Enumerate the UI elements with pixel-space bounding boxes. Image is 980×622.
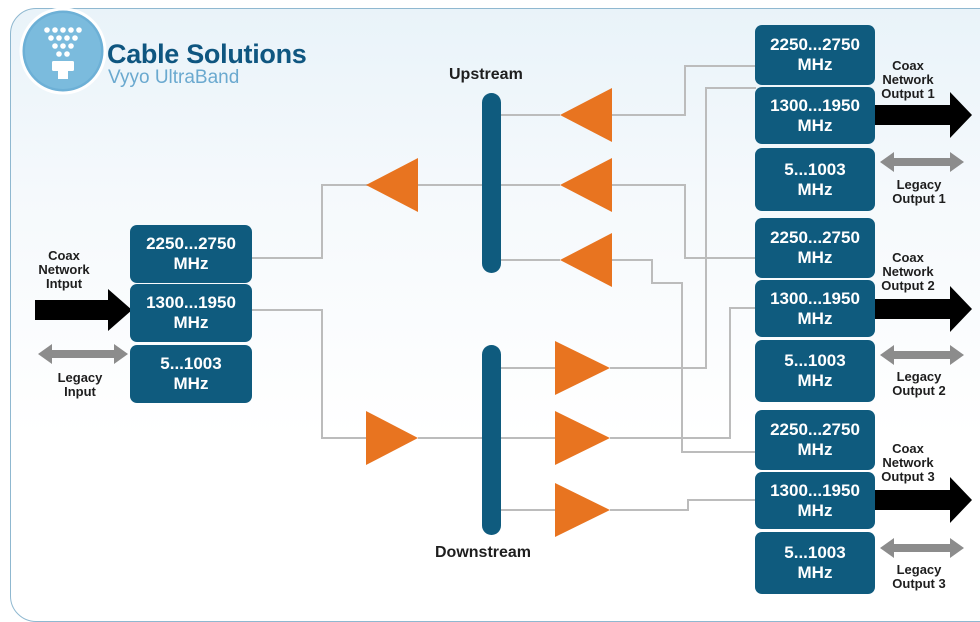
- label-line: Output 3: [892, 576, 946, 591]
- label-line: Coax: [892, 441, 924, 456]
- wire-in-high: [250, 184, 372, 259]
- band-unit: MHz: [797, 371, 833, 390]
- downstream-split-amplifier: [366, 411, 418, 465]
- coax-output-3-arrow: [874, 477, 972, 523]
- coax-output-1-arrow: [874, 92, 972, 138]
- legacy-input-label: Legacy Input: [50, 371, 110, 399]
- upstream-bus: [482, 93, 501, 273]
- band-range: 2250...2750: [770, 35, 860, 54]
- band-unit: MHz: [173, 313, 209, 332]
- coax-input-label: Coax Network Intput: [34, 249, 94, 291]
- label-line: Legacy: [896, 177, 942, 192]
- band-range: 5...1003: [160, 354, 222, 373]
- wire-in-mid: [250, 309, 372, 439]
- label-line: Coax: [892, 250, 924, 265]
- diagram-canvas: Cable Solutions Vyyo UltraBand Upstream …: [10, 7, 980, 622]
- band-range: 5...1003: [784, 543, 846, 562]
- band-range: 1300...1950: [770, 95, 860, 115]
- upstream-label: Upstream: [449, 66, 523, 83]
- band-unit: MHz: [797, 179, 833, 199]
- diagram-graphics: [19, 7, 972, 558]
- legacy-output-2-label: Legacy Output 2: [883, 370, 955, 398]
- label-line: Network: [38, 262, 90, 277]
- label-line: Output 1: [892, 191, 946, 206]
- wire-up-out1: [612, 65, 756, 116]
- coax-output-2-label: Coax Network Output 2: [872, 251, 944, 293]
- band-unit: MHz: [797, 440, 833, 459]
- label-line: Output 3: [881, 469, 935, 484]
- upstream-amplifier-2: [560, 158, 612, 212]
- cable-tree-logo-icon: [19, 7, 107, 95]
- legacy-output-1-arrow: [880, 152, 964, 172]
- label-line: Coax: [48, 248, 80, 263]
- downstream-label: Downstream: [435, 544, 532, 561]
- label-line: Coax: [892, 58, 924, 73]
- legacy-output-1-label: Legacy Output 1: [883, 178, 955, 206]
- label-line: Legacy: [57, 370, 103, 385]
- label-line: Output 2: [892, 383, 946, 398]
- label-line: Network: [882, 455, 934, 470]
- coax-output-1-label: Coax Network Output 1: [872, 59, 944, 101]
- band-range: 5...1003: [784, 351, 846, 370]
- band-range: 2250...2750: [146, 234, 236, 253]
- coax-input-arrow: [35, 289, 132, 331]
- band-range: 2250...2750: [770, 228, 860, 247]
- legacy-output-3-arrow: [880, 538, 964, 558]
- label-line: Input: [64, 384, 96, 399]
- label-line: Network: [882, 264, 934, 279]
- legacy-output-3-label: Legacy Output 3: [883, 563, 955, 591]
- page-subtitle: Vyyo UltraBand: [108, 67, 240, 88]
- wire-down-out2: [610, 307, 756, 439]
- label-line: Network: [882, 72, 934, 87]
- wire-down-out1: [610, 87, 756, 369]
- band-unit: MHz: [797, 115, 833, 135]
- band-unit: MHz: [797, 248, 833, 267]
- label-line: Legacy: [896, 562, 942, 577]
- band-range: 1300...1950: [770, 480, 860, 500]
- band-unit: MHz: [797, 55, 833, 74]
- label-line: Output 2: [881, 278, 935, 293]
- downstream-amplifier-1: [555, 341, 610, 395]
- page-title: Cable Solutions: [107, 39, 307, 69]
- label-line: Legacy: [896, 369, 942, 384]
- upstream-amplifier-1: [560, 88, 612, 142]
- signal-wires: [250, 65, 756, 511]
- wire-up-out3: [612, 259, 756, 453]
- legacy-input-arrow: [38, 344, 128, 364]
- downstream-amplifier-3: [555, 483, 610, 537]
- downstream-amplifier-2: [555, 411, 610, 465]
- label-line: Intput: [45, 276, 83, 291]
- legacy-output-2-arrow: [880, 345, 964, 365]
- upstream-amplifier-3: [560, 233, 612, 287]
- band-unit: MHz: [173, 254, 209, 273]
- band-unit: MHz: [797, 563, 833, 582]
- downstream-bus: [482, 345, 501, 535]
- upstream-combine-amplifier: [366, 158, 418, 212]
- band-unit: MHz: [797, 308, 833, 328]
- wire-up-out2: [612, 184, 756, 259]
- band-range: 1300...1950: [146, 293, 236, 312]
- band-unit: MHz: [173, 374, 209, 393]
- band-range: 5...1003: [784, 159, 846, 179]
- wire-down-out3: [610, 499, 756, 511]
- band-range: 1300...1950: [770, 288, 860, 308]
- band-range: 2250...2750: [770, 420, 860, 439]
- band-unit: MHz: [797, 500, 833, 520]
- label-line: Output 1: [881, 86, 935, 101]
- coax-output-2-arrow: [874, 286, 972, 332]
- coax-output-3-label: Coax Network Output 3: [872, 442, 944, 484]
